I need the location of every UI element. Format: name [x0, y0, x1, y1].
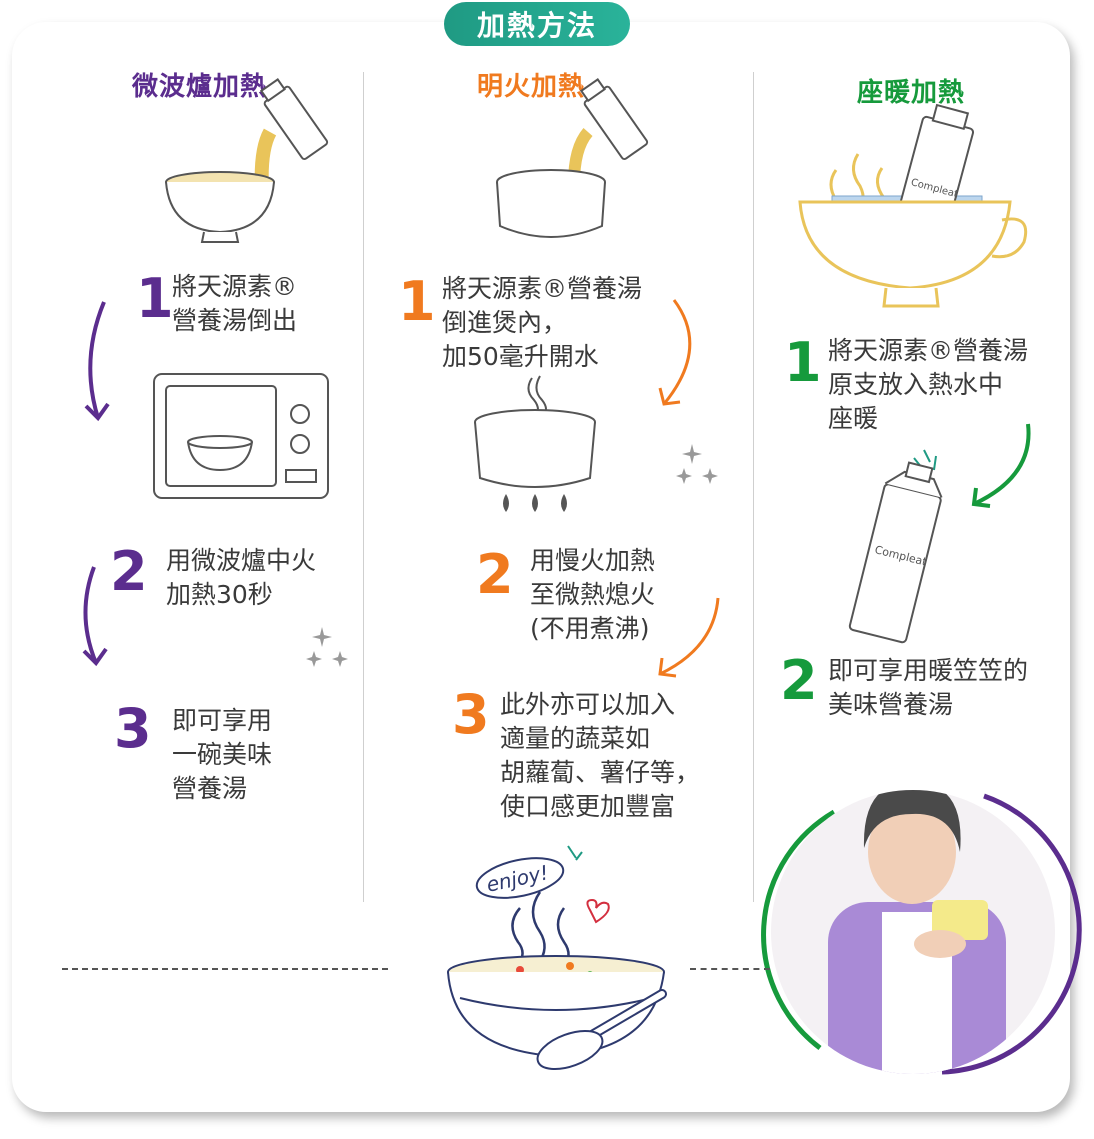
step-number: 1	[136, 267, 174, 330]
photo-avatar	[761, 790, 1082, 1075]
cup-icon: Compleat	[798, 103, 1028, 308]
column-title-stove: 明火加熱	[477, 72, 586, 102]
step-number: 1	[784, 331, 822, 394]
step-text: 即可享用暖笠笠的 美味營養湯	[828, 656, 1029, 719]
step-text: 將天源素® 營養湯倒出	[172, 272, 298, 335]
step-text: 此外亦可以加入 適量的蔬菜如 胡蘿蔔、薯仔等， 使口感更加豐富	[500, 690, 701, 821]
heart-icon	[586, 898, 610, 924]
arrow-icon	[658, 597, 720, 678]
step-number: 2	[476, 543, 514, 606]
pot-icon	[496, 169, 606, 238]
divider-dashed	[62, 968, 388, 970]
step-number: 3	[114, 697, 152, 760]
soup-bowl-icon: enjoy!	[447, 845, 667, 1071]
arrow-icon	[971, 423, 1031, 508]
step-number: 3	[452, 683, 490, 746]
step-text: 用慢火加熱 至微熱熄火 (不用煮沸)	[530, 546, 656, 643]
step-text: 將天源素®營養湯 原支放入熱水中 座暖	[828, 336, 1029, 433]
sparkle-icon	[676, 444, 718, 484]
page-title: 加熱方法	[476, 9, 597, 42]
bowl-icon	[165, 171, 275, 243]
step-number: 2	[780, 649, 818, 712]
arrow-icon	[84, 301, 110, 422]
carton-icon: Compleat	[848, 449, 943, 644]
arrow-icon	[82, 566, 108, 667]
step-text: 即可享用 一碗美味 營養湯	[172, 706, 273, 803]
stove-flame-icon	[474, 375, 596, 512]
column-title-warm: 座暖加熱	[857, 78, 966, 108]
sparkle-icon	[306, 627, 348, 667]
column-divider	[363, 72, 364, 902]
step-number: 2	[110, 540, 148, 603]
step-text: 將天源素®營養湯 倒進煲內， 加50毫升開水	[442, 274, 643, 371]
step-number: 1	[398, 270, 436, 333]
step-text: 用微波爐中火 加熱30秒	[166, 546, 317, 609]
column-divider	[753, 72, 754, 902]
divider-dashed	[690, 968, 770, 970]
heading-pill: 加熱方法	[444, 2, 630, 46]
spoon-icon	[536, 989, 667, 1071]
arrow-icon	[658, 299, 692, 406]
microwave-icon	[153, 373, 329, 499]
column-title-microwave: 微波爐加熱	[132, 72, 268, 102]
